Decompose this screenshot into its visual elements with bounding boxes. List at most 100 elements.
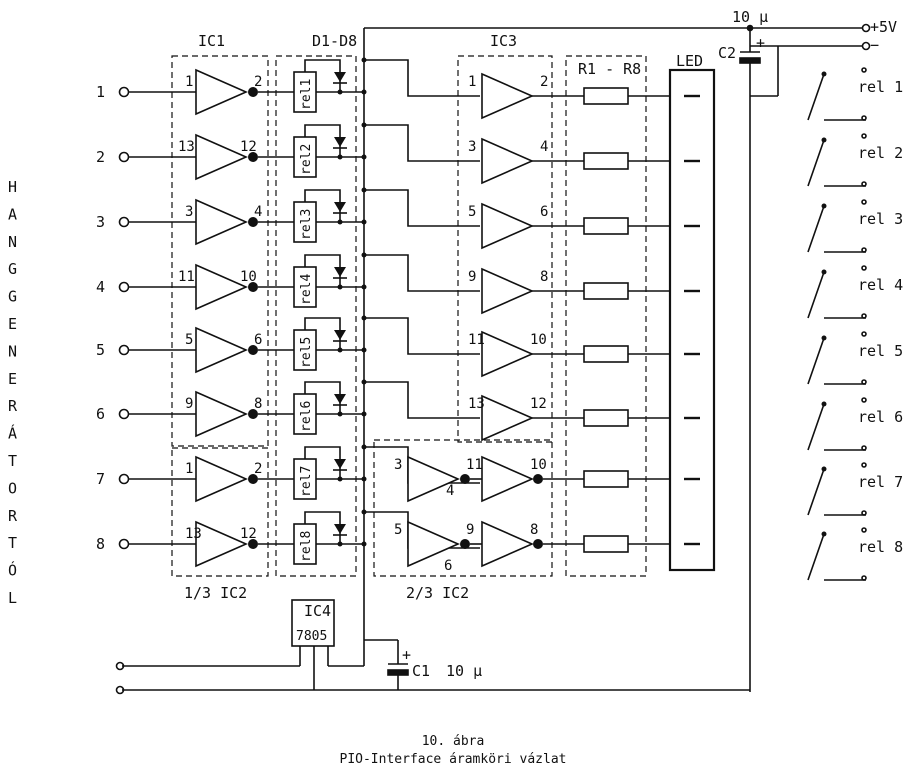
relay-coil-label: rel2 bbox=[299, 144, 314, 175]
pin-number: 2 bbox=[254, 74, 262, 90]
input-number: 1 bbox=[96, 83, 105, 101]
pin-number: 1 bbox=[185, 461, 193, 477]
wire bbox=[304, 124, 341, 137]
pin-number: 12 bbox=[240, 139, 257, 155]
relay-contact-arm bbox=[807, 205, 825, 253]
side-letter: A bbox=[8, 205, 17, 223]
pin-number: 6 bbox=[540, 204, 548, 220]
pin-number: 1 bbox=[468, 74, 476, 90]
junction bbox=[361, 444, 367, 450]
input-number: 7 bbox=[96, 470, 105, 488]
output-bubble bbox=[248, 87, 258, 97]
relay-contact-arm bbox=[807, 337, 825, 385]
output-bubble bbox=[460, 539, 470, 549]
relay-output-label: rel 1 bbox=[858, 78, 903, 96]
input-number: 5 bbox=[96, 341, 105, 359]
wire bbox=[304, 317, 341, 330]
junction bbox=[361, 219, 367, 225]
pin-number: 11 bbox=[178, 269, 195, 285]
c1-value: 10 µ bbox=[446, 662, 482, 680]
relay-terminal bbox=[861, 445, 867, 451]
pin-number: 10 bbox=[530, 457, 547, 473]
wire bbox=[304, 59, 341, 72]
output-bubble bbox=[248, 409, 258, 419]
relay-terminal bbox=[861, 199, 867, 205]
relay-output-label: rel 7 bbox=[858, 473, 903, 491]
relay-terminal bbox=[861, 133, 867, 139]
diode bbox=[334, 524, 346, 534]
junction bbox=[361, 187, 367, 193]
relay-output: rel 5 bbox=[807, 331, 903, 385]
regulator-label: 7805 bbox=[296, 629, 327, 644]
input-terminal bbox=[118, 151, 130, 163]
relay-contact-pivot bbox=[821, 203, 827, 209]
pin-number: 3 bbox=[468, 139, 476, 155]
resistor bbox=[583, 87, 629, 105]
junction bbox=[361, 154, 367, 160]
inverter-gate bbox=[195, 390, 248, 438]
relay-output-label: rel 4 bbox=[858, 276, 903, 294]
relay-terminal bbox=[861, 462, 867, 468]
relay-output: rel 1 bbox=[807, 67, 903, 121]
inverter-gate bbox=[407, 520, 460, 568]
pin-number: 5 bbox=[468, 204, 476, 220]
relay-output: rel 8 bbox=[807, 527, 903, 581]
relay-output: rel 4 bbox=[807, 265, 903, 319]
ic1-label: IC1 bbox=[198, 32, 225, 50]
output-bubble bbox=[248, 282, 258, 292]
diode bbox=[334, 267, 346, 277]
inverter-gate bbox=[195, 133, 248, 181]
input-number: 2 bbox=[96, 148, 105, 166]
relay-coil-label: rel3 bbox=[299, 209, 314, 240]
plus-5v-label: +5V bbox=[870, 18, 897, 36]
relay-terminal bbox=[861, 115, 867, 121]
pin-number: 9 bbox=[185, 396, 193, 412]
relay-contact-arm bbox=[807, 403, 825, 451]
pin-number: 8 bbox=[530, 522, 538, 538]
input-number: 3 bbox=[96, 213, 105, 231]
pin-number: 8 bbox=[540, 269, 548, 285]
side-letter: Á bbox=[8, 424, 17, 443]
pin-number: 5 bbox=[394, 522, 402, 538]
relay-contact-pivot bbox=[821, 335, 827, 341]
input-terminal bbox=[118, 344, 130, 356]
relay-output: rel 6 bbox=[807, 397, 903, 451]
c1-plus: + bbox=[402, 646, 411, 664]
relay-terminal bbox=[861, 181, 867, 187]
side-letter: N bbox=[8, 342, 17, 360]
relay-output-label: rel 2 bbox=[858, 144, 903, 162]
pin-number: 3 bbox=[185, 204, 193, 220]
relay-coil-label: rel6 bbox=[299, 401, 314, 432]
wire bbox=[364, 381, 480, 419]
junction bbox=[361, 476, 367, 482]
diodes-label: D1-D8 bbox=[312, 32, 357, 50]
input-terminal bbox=[118, 408, 130, 420]
relay-terminal bbox=[861, 397, 867, 403]
junction bbox=[361, 379, 367, 385]
wire bbox=[364, 254, 480, 292]
resistors-label: R1 - R8 bbox=[578, 60, 641, 78]
junction bbox=[361, 541, 367, 547]
side-letter: R bbox=[8, 507, 18, 525]
pin-number: 11 bbox=[468, 332, 485, 348]
pin-number: 13 bbox=[185, 526, 202, 542]
input-terminal bbox=[118, 473, 130, 485]
wire bbox=[364, 189, 480, 227]
junction bbox=[361, 284, 367, 290]
junction bbox=[361, 509, 367, 515]
side-letter: O bbox=[8, 479, 17, 497]
relay-terminal bbox=[861, 510, 867, 516]
input-number: 8 bbox=[96, 535, 105, 553]
side-letter: G bbox=[8, 288, 17, 306]
inverter-gate bbox=[195, 198, 248, 246]
inverter-gate bbox=[481, 455, 534, 503]
pin-number: 2 bbox=[540, 74, 548, 90]
ic4-label: IC4 bbox=[304, 602, 331, 620]
relay-contact-pivot bbox=[821, 137, 827, 143]
side-letter: E bbox=[8, 370, 17, 388]
caption-figure-number: 10. ábra bbox=[421, 734, 485, 749]
